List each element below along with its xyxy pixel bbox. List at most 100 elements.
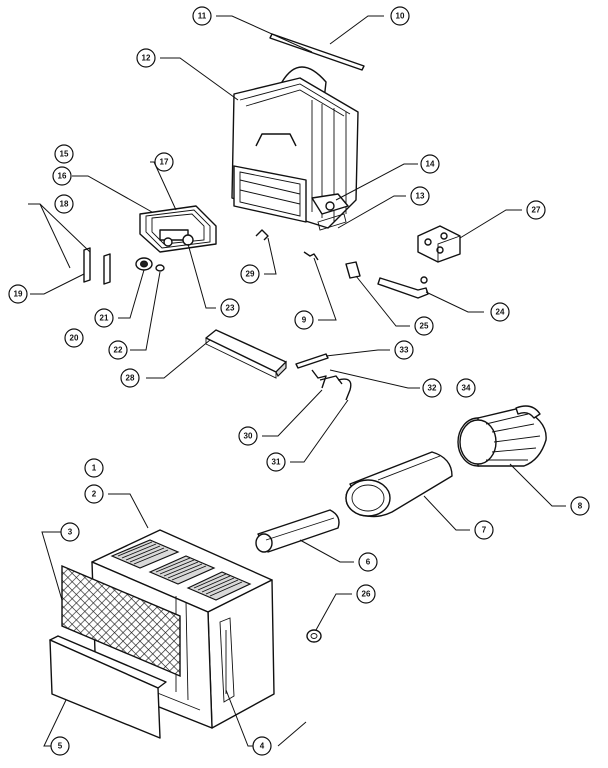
callout-circle [474,520,494,540]
callout-circle [240,264,260,284]
callout-1: 1 [84,458,104,478]
callout-number: 16 [58,172,67,181]
callout-circle [84,484,104,504]
callout-15: 15 [54,144,74,164]
callout-4: 4 [252,736,272,756]
callout-circle [356,584,376,604]
callout-circle [526,200,546,220]
callout-number: 20 [70,334,79,343]
part-bracket-25 [345,261,361,279]
callout-number: 27 [532,206,541,215]
part-brackets [83,247,111,285]
callout-circle [154,152,174,172]
callout-circle [422,378,442,398]
callout-number: 1 [92,464,97,473]
callout-number: 14 [426,160,435,169]
callout-number: 17 [160,158,169,167]
callout-circle [456,378,476,398]
callout-number: 12 [142,54,151,63]
callout-circle [54,194,74,214]
callout-25: 25 [414,316,434,336]
callout-number: 18 [60,200,69,209]
part-filter-grille [61,564,181,678]
callout-number: 21 [100,314,109,323]
callout-7: 7 [474,520,494,540]
callout-number: 32 [428,384,437,393]
callout-22: 22 [108,340,128,360]
callout-number: 24 [496,308,505,317]
callout-26: 26 [356,584,376,604]
callout-circle [252,736,272,756]
callout-number: 22 [114,346,123,355]
callout-circle [410,186,430,206]
callout-circle [84,458,104,478]
part-heater-element [139,205,217,253]
callout-34: 34 [456,378,476,398]
callout-31: 31 [266,452,286,472]
callout-9: 9 [294,310,314,330]
part-spring-9 [303,251,319,261]
callout-number: 11 [198,12,207,21]
callout-5: 5 [50,736,70,756]
callout-number: 8 [578,502,583,511]
callout-20: 20 [64,328,84,348]
part-top-rod [269,33,365,71]
callout-circle [266,452,286,472]
callout-number: 19 [14,290,23,299]
part-tube [255,509,340,553]
callout-number: 34 [462,384,471,393]
callout-circle [490,302,510,322]
callout-32: 32 [422,378,442,398]
callout-8: 8 [570,496,590,516]
part-rod-24 [377,276,429,299]
callout-number: 15 [60,150,69,159]
callout-circle [54,144,74,164]
callout-circle [570,496,590,516]
callout-circle [64,328,84,348]
part-grommet [306,629,322,643]
callout-circle [94,308,114,328]
callout-14: 14 [420,154,440,174]
part-duct-sleeve [345,451,453,518]
callout-27: 27 [526,200,546,220]
callout-circle [136,48,156,68]
callout-17: 17 [154,152,174,172]
callout-18: 18 [54,194,74,214]
callout-circle [192,6,212,26]
part-washer [155,264,165,272]
part-valve-27 [417,225,461,263]
callout-number: 10 [396,12,405,21]
callout-number: 31 [272,458,281,467]
callout-number: 9 [302,316,307,325]
callout-circle [50,736,70,756]
part-knob [135,257,153,271]
callout-circle [52,166,72,186]
callout-circle [294,310,314,330]
callout-number: 26 [362,590,371,599]
part-linkage [311,369,352,401]
part-bar-28 [205,329,287,379]
callout-19: 19 [8,284,28,304]
part-clip-29 [255,229,269,241]
callout-circle [414,316,434,336]
callout-number: 29 [246,270,255,279]
callout-number: 2 [92,490,97,499]
callout-6: 6 [358,552,378,572]
part-front-panel [49,635,167,739]
callout-28: 28 [120,368,140,388]
callout-circle [60,522,80,542]
callout-24: 24 [490,302,510,322]
part-upper-housing [231,77,359,231]
callout-circle [238,426,258,446]
callout-29: 29 [240,264,260,284]
callout-circle [394,340,414,360]
callout-number: 6 [366,558,371,567]
callout-3: 3 [60,522,80,542]
callout-circle [8,284,28,304]
callout-number: 4 [260,742,265,751]
callout-30: 30 [238,426,258,446]
callout-number: 33 [400,346,409,355]
callout-circle [358,552,378,572]
